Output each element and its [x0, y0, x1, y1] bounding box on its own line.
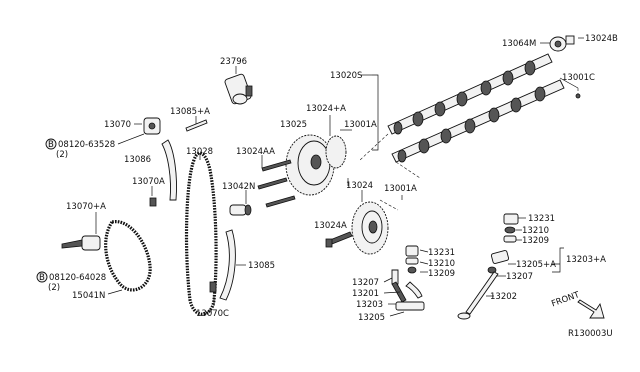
label-13024aa: 13024AA — [236, 147, 275, 157]
label-15041n: 15041N — [72, 291, 105, 301]
label-13085a: 13085+A — [170, 107, 210, 117]
sprocket-13024 — [351, 201, 389, 255]
label-13024b: 13024B — [585, 34, 618, 44]
tensioner-13070pa — [61, 235, 101, 251]
label-13231-top: 13231 — [528, 214, 555, 224]
label-13024: 13024 — [346, 181, 373, 191]
valve-train-left — [391, 245, 425, 311]
label-front: FRONT — [550, 290, 581, 310]
label-13024a-top: 13024+A — [306, 104, 346, 114]
chain-guide-13085 — [219, 229, 236, 301]
label-13070a: 13070A — [132, 177, 165, 187]
label-13202: 13202 — [490, 292, 517, 302]
chain-guide-13086 — [161, 139, 177, 201]
bolt-symbol-bottom: B — [39, 273, 45, 283]
label-13042n: 13042N — [222, 182, 255, 192]
label-13209-top: 13209 — [522, 236, 549, 246]
label-13085: 13085 — [248, 261, 275, 271]
label-13028: 13028 — [186, 147, 213, 157]
label-13231-mid: 13231 — [428, 248, 455, 258]
label-13025: 13025 — [280, 120, 307, 130]
label-08120-63528: 08120-63528 — [58, 140, 115, 150]
label-13207-left: 13207 — [352, 278, 379, 288]
camshaft-bracket — [360, 74, 379, 151]
label-23796: 23796 — [220, 57, 247, 67]
label-13001a-mid: 13001A — [384, 184, 417, 194]
bolt-13070a — [149, 197, 157, 207]
camshaft-upper — [387, 53, 553, 135]
label-13203: 13203 — [356, 300, 383, 310]
label-13064m: 13064M — [502, 39, 536, 49]
label-qty-top: (2) — [56, 150, 68, 160]
label-13086: 13086 — [124, 155, 151, 165]
front-arrow — [577, 299, 605, 319]
label-13210-mid: 13210 — [428, 259, 455, 269]
tensioner-13070 — [143, 117, 161, 135]
reference-code: R130003U — [568, 329, 613, 339]
valve-train-right — [457, 213, 519, 320]
label-13207-right: 13207 — [506, 272, 533, 282]
label-13203a: 13203+A — [566, 255, 606, 265]
label-13070pa: 13070+A — [66, 202, 106, 212]
bolt-symbol-top: B — [48, 140, 54, 150]
label-13070c: 13070C — [196, 309, 229, 319]
guide-bolt-13070c — [209, 281, 217, 293]
secondary-chain-15041n — [104, 220, 152, 292]
sprocket-13025 — [285, 134, 335, 196]
label-qty-bottom: (2) — [48, 283, 60, 293]
cam-sensor-13064m — [549, 35, 575, 52]
label-13070: 13070 — [104, 120, 131, 130]
label-13024a-low: 13024A — [314, 221, 347, 231]
label-13001a-top: 13001A — [344, 120, 377, 130]
camshaft-lower — [391, 79, 565, 163]
vtc-solenoid-23796 — [224, 73, 253, 105]
label-13205a: 13205+A — [516, 260, 556, 270]
bolt-13024a — [325, 231, 353, 248]
label-13209-mid: 13209 — [428, 269, 455, 279]
tensioner-13042n — [229, 204, 252, 216]
bolts-13024aa — [257, 159, 296, 208]
label-13020s: 13020S — [330, 71, 362, 81]
sprocket-13024a — [325, 135, 347, 169]
label-13205: 13205 — [358, 313, 385, 323]
timing-chain-13028 — [184, 151, 218, 316]
label-08120-64028: 08120-64028 — [49, 273, 106, 283]
bolt-marker-top — [45, 138, 57, 150]
label-13201: 13201 — [352, 289, 379, 299]
label-13210-top: 13210 — [522, 226, 549, 236]
chain-guide-13085a — [185, 119, 208, 132]
label-13001c: 13001C — [562, 73, 595, 83]
bolt-marker-bottom — [36, 271, 48, 283]
